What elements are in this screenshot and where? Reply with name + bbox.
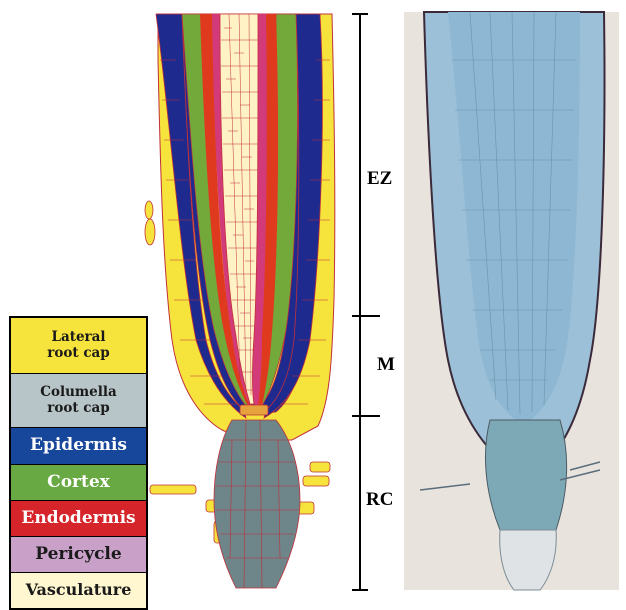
legend-pericycle: Pericycle (11, 537, 146, 573)
legend-label: Columella (40, 384, 117, 400)
zone-label-elongation: EZ (367, 168, 392, 190)
legend-label: Cortex (47, 473, 110, 493)
legend-cortex: Cortex (11, 465, 146, 501)
legend-label: Lateral (51, 329, 105, 345)
zone-label-root-cap: RC (366, 489, 393, 511)
columella-root-cap (214, 420, 300, 588)
legend-label: Vasculature (26, 581, 132, 599)
root-micrograph (404, 12, 619, 590)
legend-epidermis: Epidermis (11, 428, 146, 465)
legend-endodermis: Endodermis (11, 501, 146, 537)
legend-label: Epidermis (30, 436, 127, 456)
zone-label-meristem: M (377, 354, 395, 376)
legend-label: root cap (47, 345, 109, 361)
legend-label: root cap (47, 400, 109, 416)
legend-label: Pericycle (35, 545, 121, 565)
quiescent-center (240, 405, 268, 415)
legend-vasculature: Vasculature (11, 573, 146, 608)
legend-label: Endodermis (21, 509, 135, 529)
